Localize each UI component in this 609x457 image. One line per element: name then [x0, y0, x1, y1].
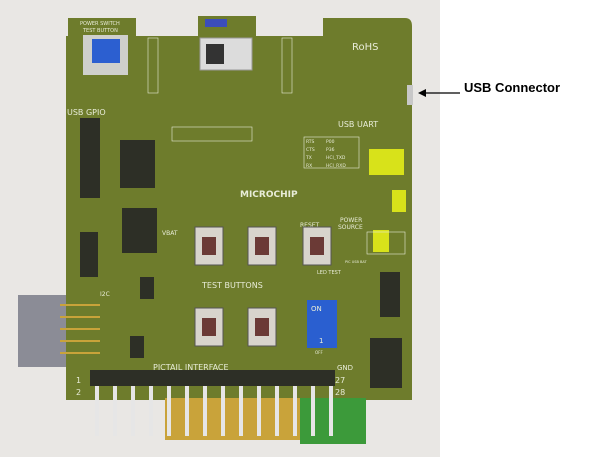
pictail-pin	[203, 384, 207, 436]
pictail-pin	[185, 384, 189, 436]
button-cap	[202, 237, 216, 255]
power-source-options: PIC USB BAT	[345, 260, 368, 264]
usb-gpio-label: USB GPIO	[67, 108, 106, 117]
pin-27-label: 27	[335, 376, 345, 385]
led-test-label: LED TEST	[317, 270, 342, 276]
source-label: SOURCE	[338, 224, 363, 231]
rohs-label: RoHS	[352, 42, 378, 53]
pictail-pin	[95, 384, 99, 436]
pictail-pin	[311, 384, 315, 436]
pictail-pin	[167, 384, 171, 436]
svg-text:P00: P00	[326, 139, 335, 145]
j10-header	[122, 208, 157, 253]
gpio-header	[80, 118, 100, 198]
dip-on-label: ON	[311, 305, 322, 313]
j2-header	[370, 338, 402, 388]
power-source-header	[366, 231, 406, 255]
svg-text:RTS: RTS	[306, 139, 315, 145]
dip-number: 1	[319, 337, 323, 345]
power-label: POWER	[340, 217, 362, 224]
jp13-header	[130, 336, 144, 358]
power-switch-button[interactable]	[92, 39, 120, 63]
microchip-logo-text: MICROCHIP	[240, 190, 298, 200]
reset-label: RESET	[300, 222, 320, 229]
test-buttons	[194, 226, 332, 347]
dip-off-label: OFF	[315, 350, 323, 355]
svg-text:HCI_TXD: HCI_TXD	[326, 155, 346, 161]
pin-28-label: 28	[335, 388, 345, 397]
arrow-head-icon	[418, 89, 426, 97]
pictail-pin	[329, 384, 333, 436]
j13-header	[281, 37, 293, 94]
pictail-label: PICTAIL INTERFACE	[153, 363, 229, 372]
svg-text:CTS: CTS	[306, 147, 315, 153]
dip-switch[interactable]	[307, 300, 337, 348]
test-button-label: TEST BUTTON	[82, 28, 118, 34]
pictail-pin	[275, 384, 279, 436]
button-cap	[310, 237, 324, 255]
module-chip	[205, 19, 227, 27]
uart-pin-table: RTS P00 CTS P36 TX HCI_TXD RX HCI_RXD	[303, 136, 360, 169]
i2c-gold-pins	[60, 304, 100, 354]
button-cap	[202, 318, 216, 336]
vbat-label: VBAT	[162, 230, 178, 237]
j11-header	[147, 37, 159, 94]
pictail-pin	[221, 384, 225, 436]
svg-text:HCI_RXD: HCI_RXD	[326, 163, 346, 169]
svg-text:TX: TX	[305, 155, 312, 161]
power-switch-label: POWER SWITCH	[80, 21, 120, 27]
gnd-label: GND	[337, 364, 353, 372]
test-buttons-label: TEST BUTTONS	[201, 281, 263, 290]
pin-1-label: 1	[76, 376, 81, 385]
usb-connector	[407, 85, 413, 105]
usb-connector-annotation: USB Connector	[464, 80, 560, 95]
svg-text:RX: RX	[306, 163, 312, 169]
pictail-pins	[95, 384, 333, 436]
usb-uart-label: USB UART	[338, 120, 378, 129]
uart-jumpers[interactable]	[369, 149, 404, 175]
jp7-header	[80, 232, 98, 277]
pictail-pin	[239, 384, 243, 436]
qr-code	[206, 44, 224, 64]
pictail-pin	[149, 384, 153, 436]
pictail-pin	[257, 384, 261, 436]
button-cap	[255, 318, 269, 336]
pin-2-label: 2	[76, 388, 81, 397]
pictail-pin	[113, 384, 117, 436]
pictail-header	[90, 370, 335, 386]
pcb-board	[66, 18, 412, 400]
side-connector-housing	[18, 295, 70, 367]
pictail-pin	[131, 384, 135, 436]
jp12-header	[140, 277, 154, 299]
button-cap	[255, 237, 269, 255]
pictail-pin	[293, 384, 297, 436]
j14-header	[120, 140, 155, 188]
led-jumper[interactable]	[392, 190, 406, 212]
power-source-jumper[interactable]	[373, 230, 389, 252]
j12-header	[171, 126, 253, 142]
svg-text:P36: P36	[326, 147, 335, 153]
i2c-label: I2C	[100, 291, 110, 298]
power-switch-tab	[68, 18, 136, 38]
jp5-header	[380, 272, 400, 317]
